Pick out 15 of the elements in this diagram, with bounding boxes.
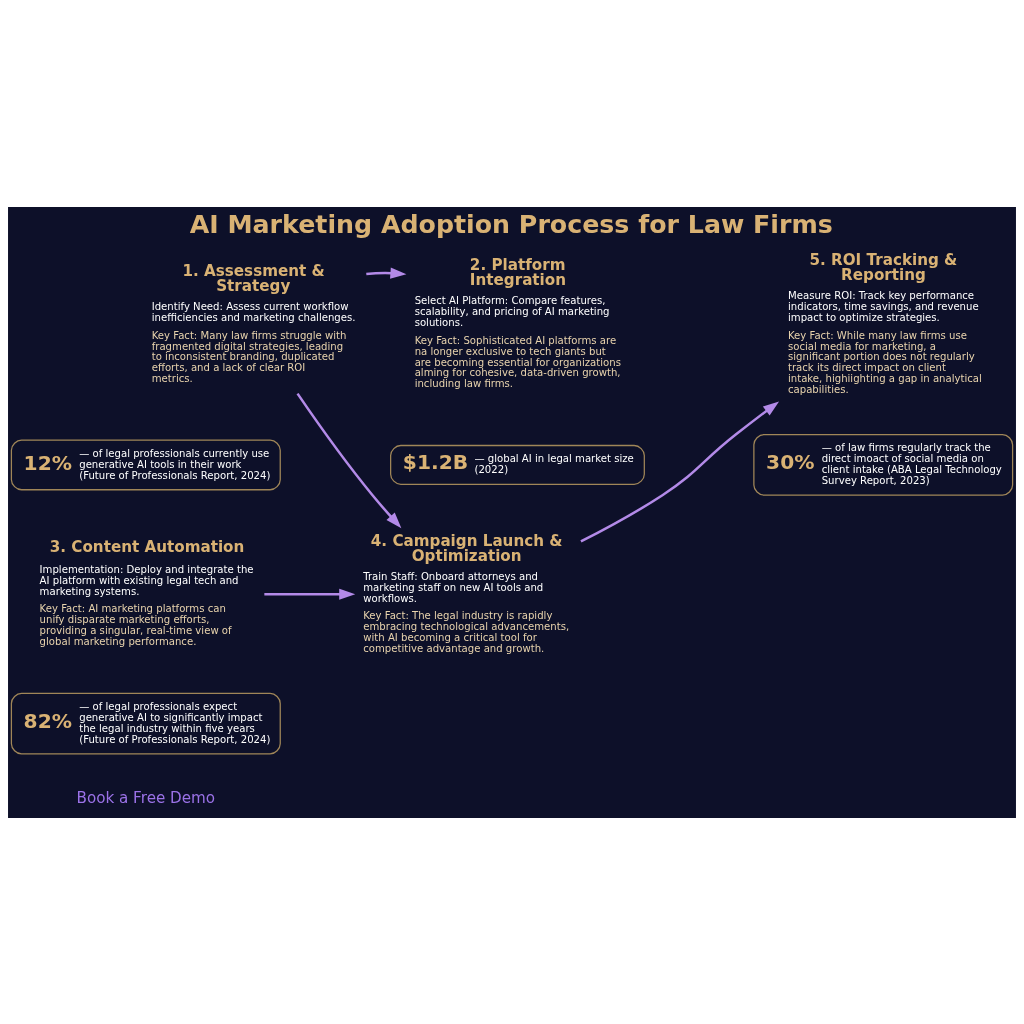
node-box: 30% — of law firms regularly track the direct imoact of social media on client intake (ABA Legal Technology Survey Report, 2023) — [753, 433, 1014, 496]
label: Book a Free Demo — [76, 788, 216, 807]
node-text: 4. Campaign Launch & Optimization Train Staff: Onboard attorneys and marketing staff on new AI tools and workflows. Key Fact: The legal industry is rapidly embracing technological advancements, with AI becoming a critical tool for competitive advantage and growth. — [363, 531, 570, 654]
node-box: 12% — of legal professionals currently use generative AI tools in their work (Future of Professionals Report, 2024) — [10, 438, 281, 490]
arrow — [366, 267, 407, 279]
diagram-title: AI Marketing Adoption Process for Law Firms — [189, 209, 833, 239]
node-box: 82% — of legal professionals expect generative AI to significantly impact the legal industry within five years (Future of Professionals Report, 2024) — [10, 692, 281, 755]
arrow — [296, 392, 402, 528]
arrow — [264, 588, 356, 600]
node-box: $1.2B — global AI in legal market size (2022) — [390, 444, 645, 485]
node-text: 2. Platform Integration Select AI Platform: Compare features, scalability, and pricing of AI marketing solutions. Key Fact: Sophisticated AI platforms are na longer exclusive to tech giants but are becoming essential for organizations alming for cohesive, data-driven growth, including law firms. — [414, 255, 621, 389]
node-text: 1. Assessment & Strategy Identify Need: Assess current workflow inefficiencies and marketing challenges. Key Fact: Many law firms struggle with fragmented digital strategies, leading to inconsistent branding, duplicated efforts, and a lack of clear ROI metrics. — [151, 261, 356, 384]
arrow — [580, 400, 780, 543]
node-text: 3. Content Automation Implementation: Deploy and integrate the AI platform with existing legal tech and marketing systems. Key Fact: AI marketing platforms can unify disparate marketing efforts, providing a singular, real-time view of global marketing performance. — [39, 537, 254, 647]
node-text: 5. ROI Tracking & Reporting Measure ROI: Track key performance indicators, time savings, and revenue impact to optimize strategies. Key Fact: While many law firms use social media for marketing, a significant portion does not regularly track its direct impact on client intake, highiighting a gap in analytical capabilities. — [788, 250, 982, 395]
